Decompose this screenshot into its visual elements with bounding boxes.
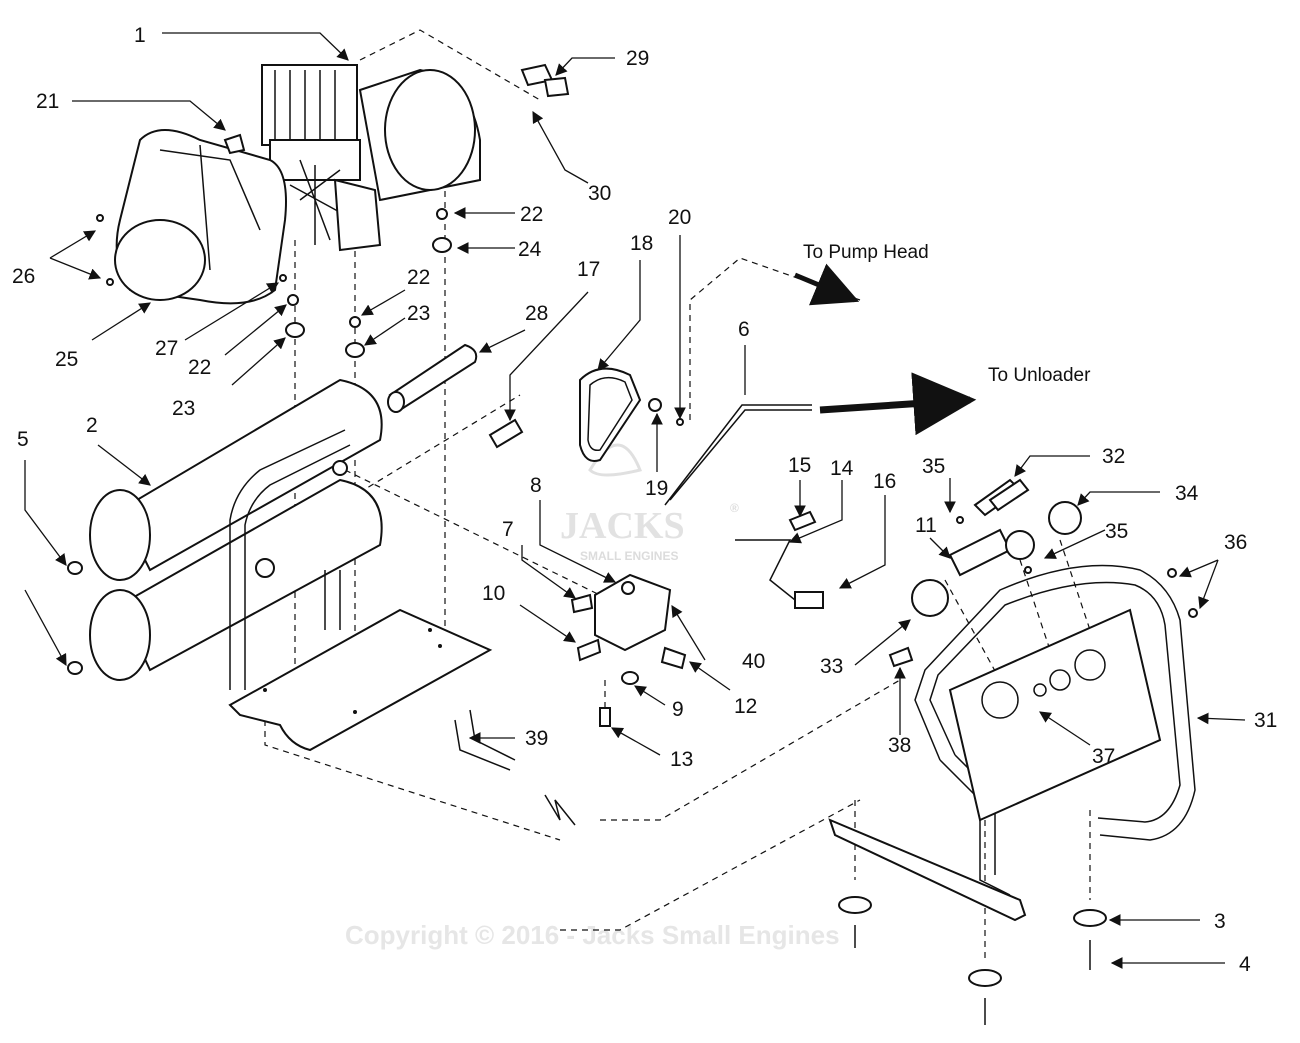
motor-pump-assembly: [261, 64, 481, 252]
part-label-3: 3: [1214, 910, 1226, 933]
base-crossbar: [828, 818, 1027, 922]
watermark-registered-mark: ®: [730, 501, 739, 515]
part-label-27: 27: [155, 337, 178, 360]
part-label-8: 8: [530, 474, 542, 497]
power-cord-part-16: [735, 510, 824, 609]
part-label-22b: 22: [188, 356, 211, 379]
part-label-1: 1: [134, 24, 146, 47]
watermark-logo-text: JACKS: [560, 505, 685, 547]
part-label-20: 20: [668, 206, 691, 229]
part-label-9: 9: [672, 698, 684, 721]
fitting-part-10: [576, 638, 602, 662]
part-label-34: 34: [1175, 482, 1199, 505]
watermark-logo-subtext: SMALL ENGINES: [580, 549, 678, 563]
part-label-31: 31: [1254, 709, 1277, 732]
washer-part-20: [676, 418, 684, 426]
part-label-35b: 35: [1105, 520, 1128, 543]
fitting-part-8: [570, 593, 594, 614]
part-label-4: 4: [1239, 953, 1251, 976]
gasket-loop-part-18: [579, 367, 642, 462]
pin-part-13: [599, 707, 611, 727]
plug-part-9: [621, 671, 639, 685]
part-label-14: 14: [830, 457, 854, 480]
nut-part-19: [648, 398, 662, 412]
twin-air-tanks: [89, 378, 383, 681]
part-label-5: 5: [17, 428, 29, 451]
part-label-22: 22: [520, 203, 543, 226]
label-to-unloader: To Unloader: [988, 365, 1091, 386]
part-label-11: 11: [915, 514, 937, 537]
label-to-pump-head: To Pump Head: [803, 242, 929, 263]
part-label-16: 16: [873, 470, 896, 493]
unloader-tube-part-6: [669, 409, 812, 501]
part-label-6: 6: [738, 318, 750, 341]
leader-lines: [24, 32, 1246, 969]
part-label-23: 23: [172, 397, 195, 420]
rubber-feet: [838, 896, 1107, 1025]
manifold-fittings: [888, 478, 1082, 668]
part-label-37: 37: [1092, 745, 1115, 768]
part-label-25: 25: [55, 348, 78, 371]
part-label-15: 15: [788, 454, 811, 477]
part-label-35: 35: [922, 455, 945, 478]
part-label-39: 39: [525, 727, 548, 750]
part-label-23b: 23: [407, 302, 430, 325]
part-label-19: 19: [645, 477, 668, 500]
part-label-36: 36: [1224, 531, 1247, 554]
watermark-logo: JACKS SMALL ENGINES ®: [560, 443, 739, 563]
belt-guard-shroud: [114, 129, 287, 305]
part-label-13: 13: [670, 748, 693, 771]
tank-handle-and-base: [228, 429, 493, 752]
part-label-21: 21: [36, 90, 59, 113]
control-panel-part-37: [948, 608, 1162, 822]
part-label-28: 28: [525, 302, 548, 325]
arrow-to-pump-head: [794, 263, 860, 306]
part-label-10: 10: [482, 582, 505, 605]
small-fittings: [67, 63, 1198, 675]
fitting-part-17: [488, 418, 524, 449]
tube-part-28: [387, 343, 478, 413]
part-label-29: 29: [626, 47, 649, 70]
part-label-33: 33: [820, 655, 843, 678]
part-label-38: 38: [888, 734, 911, 757]
part-label-12: 12: [734, 695, 757, 718]
pressure-switch-part-40: [594, 573, 672, 652]
arrow-to-unloader: [819, 372, 977, 436]
fitting-part-12: [660, 646, 687, 670]
part-label-17: 17: [577, 258, 600, 281]
part-number-labels: 1 29 21 30 22 24 26 25 27 22 23 22 23 28…: [12, 24, 1277, 976]
part-label-40: 40: [742, 650, 765, 673]
part-label-7: 7: [502, 518, 514, 541]
hose-part-39: [454, 719, 511, 771]
part-label-30: 30: [588, 182, 611, 205]
part-label-2: 2: [86, 414, 98, 437]
part-label-18: 18: [630, 232, 653, 255]
watermark-copyright: Copyright © 2016 - Jacks Small Engines: [345, 920, 840, 950]
part-label-32: 32: [1102, 445, 1125, 468]
part-label-24: 24: [518, 238, 542, 261]
part-label-22c: 22: [407, 266, 430, 289]
hose-break-symbol: [544, 794, 576, 826]
part-label-26: 26: [12, 265, 35, 288]
